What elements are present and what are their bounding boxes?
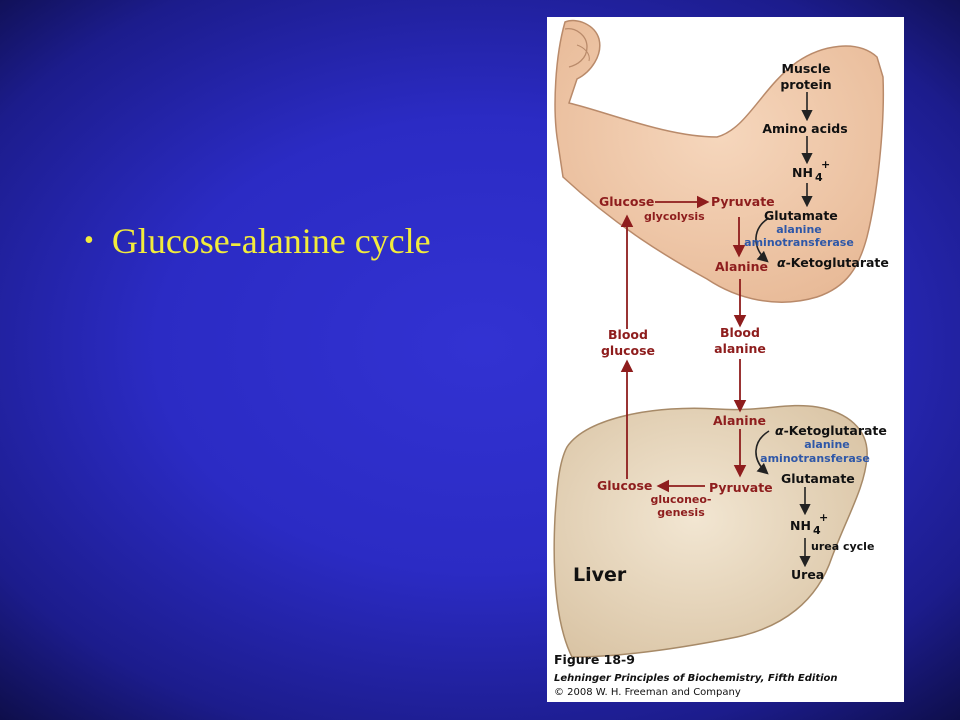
nh4-superscript: + <box>821 158 830 171</box>
label-muscle-glutamate: Glutamate <box>764 208 838 223</box>
label-liver-glutamate: Glutamate <box>781 471 855 486</box>
label-liver-nh4: NH 4 + <box>790 511 828 537</box>
ketoglutarate-text: -Ketoglutarate <box>786 255 889 270</box>
arrow-glutamate-to-ketoglutarate <box>755 217 770 263</box>
figure-caption-title: Figure 18-9 <box>554 652 635 667</box>
label-muscle: Muscle <box>782 61 831 76</box>
bullet-item: • Glucose-alanine cycle <box>84 220 431 262</box>
label-urea: Urea <box>791 567 824 582</box>
nh4-text: NH <box>792 165 813 180</box>
label-muscle-enzyme-2: aminotransferase <box>744 236 854 249</box>
label-blood-alanine-1: Blood <box>720 325 760 340</box>
label-liver-alanine: Alanine <box>713 413 766 428</box>
label-gluconeogenesis-1: gluconeo- <box>651 493 712 506</box>
arrow-ketoglutarate-to-glutamate <box>755 430 770 475</box>
label-liver-ketoglutarate: α-Ketoglutarate <box>775 423 887 438</box>
label-muscle-nh4: NH 4 + <box>792 158 830 184</box>
figure-panel: Muscle protein Amino acids NH 4 + Glucos… <box>547 17 904 702</box>
label-gluconeogenesis-2: genesis <box>657 506 705 519</box>
label-liver-glucose: Glucose <box>597 478 652 493</box>
bullet-text: Glucose-alanine cycle <box>111 221 431 261</box>
nh4-subscript: 4 <box>815 171 823 184</box>
label-protein: protein <box>780 77 831 92</box>
alpha-symbol: α <box>775 423 784 438</box>
label-urea-cycle: urea cycle <box>811 540 874 553</box>
label-muscle-ketoglutarate: α-Ketoglutarate <box>777 255 889 270</box>
label-amino-acids: Amino acids <box>762 121 847 136</box>
bullet-dot: • <box>84 225 94 256</box>
arm-illustration <box>554 19 885 303</box>
nh4-text: NH <box>790 518 811 533</box>
label-muscle-glucose: Glucose <box>599 194 654 209</box>
label-liver-enzyme-2: aminotransferase <box>760 452 870 465</box>
figure-caption-book: Lehninger Principles of Biochemistry, Fi… <box>554 673 838 684</box>
nh4-subscript: 4 <box>813 524 821 537</box>
nh4-superscript: + <box>819 511 828 524</box>
label-liver-pyruvate: Pyruvate <box>709 480 773 495</box>
label-muscle-pyruvate: Pyruvate <box>711 194 775 209</box>
label-blood-glucose-1: Blood <box>608 327 648 342</box>
glucose-alanine-cycle-diagram: Muscle protein Amino acids NH 4 + Glucos… <box>553 19 889 698</box>
label-blood-alanine-2: alanine <box>714 341 766 356</box>
label-blood-glucose-2: glucose <box>601 343 655 358</box>
label-muscle-alanine: Alanine <box>715 259 768 274</box>
alpha-symbol: α <box>777 255 786 270</box>
label-liver-enzyme-1: alanine <box>804 438 850 451</box>
figure-caption-copyright: © 2008 W. H. Freeman and Company <box>554 687 741 698</box>
label-liver-organ: Liver <box>573 564 627 586</box>
label-glycolysis: glycolysis <box>644 210 705 223</box>
ketoglutarate-text: -Ketoglutarate <box>784 423 887 438</box>
label-muscle-enzyme-1: alanine <box>776 223 822 236</box>
